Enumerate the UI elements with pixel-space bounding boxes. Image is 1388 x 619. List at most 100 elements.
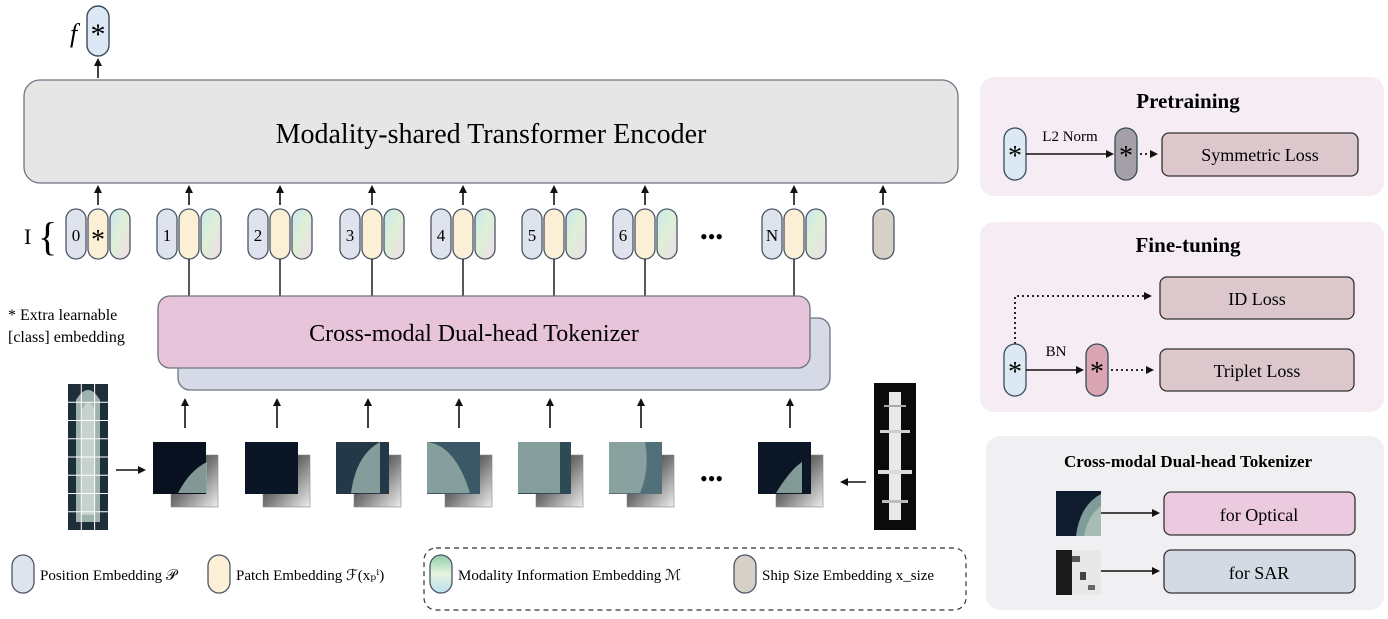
patch-embedding-token [87, 208, 109, 260]
position-embedding-token [65, 208, 87, 260]
patch-pair [427, 398, 493, 508]
token-index: 3 [346, 226, 355, 245]
cmdt-title: Cross-modal Dual-head Tokenizer [1064, 452, 1313, 471]
token-index: 2 [254, 226, 263, 245]
token-ellipsis: ••• [700, 224, 723, 249]
finetuning-id-dotted-path [1014, 292, 1152, 344]
token-index: 0 [72, 226, 81, 245]
position-embedding-token [612, 208, 634, 260]
optical-patch [245, 442, 298, 494]
patch-ellipsis: ••• [700, 466, 723, 491]
encoder-label: Modality-shared Transformer Encoder [276, 119, 707, 150]
extra-note-line1: * Extra learnable [8, 307, 117, 324]
legend-patch-token [207, 554, 231, 594]
position-embedding-token [430, 208, 452, 260]
patch-pair [336, 398, 402, 508]
modality-embedding-token [200, 208, 222, 260]
optical-patch-ship-region [178, 462, 207, 493]
extra-note-line2: [class] embedding [8, 329, 125, 346]
modality-embedding-token [383, 208, 405, 260]
token-index: N [766, 226, 778, 245]
position-embedding-token [761, 208, 783, 260]
legend-position-token [11, 554, 35, 594]
modality-embedding-token [565, 208, 587, 260]
optical-patch-ship-region [518, 442, 560, 493]
token-group: 3 [339, 185, 405, 296]
ship-size-token [872, 208, 895, 260]
tokenizer-label: Cross-modal Dual-head Tokenizer [309, 321, 639, 347]
ship-size-token-group [872, 185, 895, 260]
for-sar-label: for SAR [1229, 563, 1290, 583]
modality-embedding-token [291, 208, 313, 260]
id-loss-label: ID Loss [1228, 289, 1286, 309]
token-group: 1 [156, 185, 222, 296]
patch-embedding-token [361, 208, 383, 260]
legend-patch-label: Patch Embedding ℱ(xₚⁱ) [236, 568, 384, 584]
id-loss-box [1159, 276, 1355, 320]
patch-embedding-token [178, 208, 200, 260]
finetuning-panel: Fine-tuning ID Loss * BN * Triplet Loss [980, 222, 1384, 412]
class-token-star: * [91, 225, 105, 256]
finetuning-bn-label: BN [1046, 344, 1067, 360]
patch-embedding-token [543, 208, 565, 260]
optical-patch-ship-region [427, 442, 470, 493]
legend: Position Embedding 𝒫 Patch Embedding ℱ(x… [11, 547, 967, 611]
finetuning-title: Fine-tuning [1135, 233, 1241, 257]
cmdt-panel: Cross-modal Dual-head Tokenizer for Opti… [986, 436, 1384, 610]
optical-patch-ship-region [776, 462, 802, 493]
finetuning-bn-star: * [1090, 357, 1104, 388]
legend-position-label: Position Embedding 𝒫 [40, 568, 179, 584]
pretraining-norm-label: L2 Norm [1042, 129, 1098, 145]
pretraining-normed-token [1114, 127, 1138, 181]
cmdt-optical-patch [1056, 491, 1101, 536]
pretraining-title: Pretraining [1136, 89, 1240, 113]
position-embedding-token [247, 208, 269, 260]
pretraining-panel: Pretraining * L2 Norm * Symmetric Loss [980, 77, 1384, 196]
position-embedding-token [339, 208, 361, 260]
token-group: N [761, 185, 827, 296]
token-group: 2 [247, 185, 313, 296]
legend-shipsize-token [733, 554, 757, 594]
token-index: 4 [437, 226, 446, 245]
modality-embedding-token [474, 208, 496, 260]
for-optical-box [1163, 491, 1356, 536]
optical-patch-ship-region [609, 442, 647, 493]
token-group: 0* [65, 185, 131, 260]
tokenizer-front [157, 295, 811, 369]
token-group: 6 [612, 185, 678, 296]
modality-embedding-token [805, 208, 827, 260]
for-sar-box [1163, 549, 1356, 594]
patch-pair [758, 398, 824, 508]
token-group: 4 [430, 185, 496, 296]
finetuning-bn-token [1085, 343, 1109, 397]
for-optical-label: for Optical [1220, 505, 1298, 525]
legend-modality-label: Modality Information Embedding ℳ [458, 568, 681, 584]
finetuning-input-star: * [1008, 357, 1022, 388]
patch-embedding-token [452, 208, 474, 260]
output-class-token [86, 5, 110, 57]
output-star: * [91, 18, 106, 51]
triplet-loss-box [1159, 348, 1355, 392]
output-symbol: f [70, 19, 81, 48]
patch-embedding-token [783, 208, 805, 260]
transformer-encoder [23, 79, 959, 184]
token-index: 5 [528, 226, 537, 245]
patch-embedding-token [269, 208, 291, 260]
triplet-loss-label: Triplet Loss [1214, 361, 1301, 381]
pretraining-normed-star: * [1119, 141, 1133, 172]
input-label: I [24, 224, 31, 249]
symmetric-loss-box [1161, 132, 1359, 177]
position-embedding-token [156, 208, 178, 260]
modality-embedding-token [656, 208, 678, 260]
sar-ship-image [874, 383, 916, 530]
input-brace: { [38, 214, 57, 259]
legend-modality-token [429, 554, 453, 594]
modality-embedding-token [109, 208, 131, 260]
token-group: 5 [521, 185, 587, 296]
optical-patch-ship-region [351, 442, 380, 493]
symmetric-loss-label: Symmetric Loss [1201, 145, 1319, 165]
patch-embedding-token [634, 208, 656, 260]
pretraining-input-star: * [1008, 141, 1022, 172]
legend-shipsize-label: Ship Size Embedding x_size [762, 568, 934, 584]
cmdt-sar-patch [1056, 550, 1101, 595]
